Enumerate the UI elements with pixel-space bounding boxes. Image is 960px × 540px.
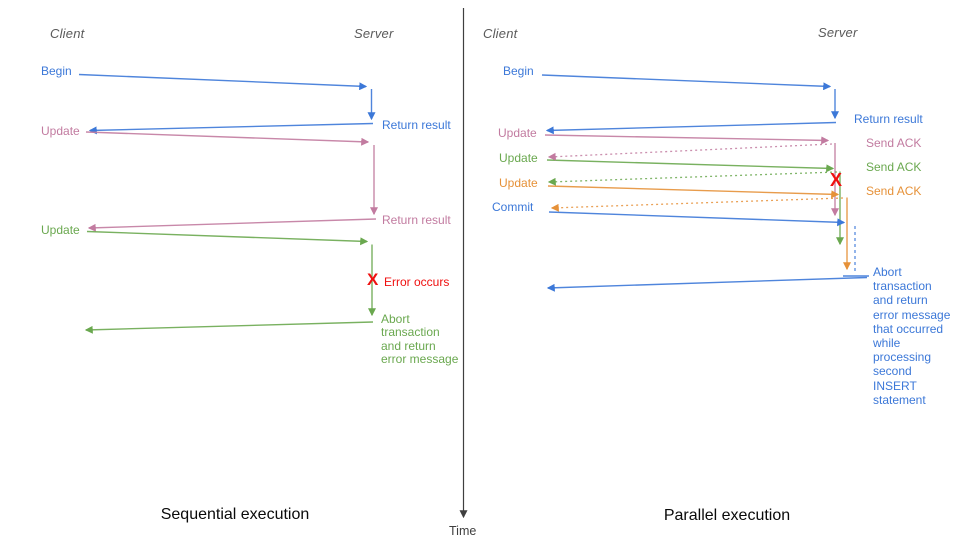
- par-return-result-label: Return result: [854, 112, 923, 126]
- par-update2-label: Update: [499, 151, 538, 165]
- seq-update2-request-line: [86, 230, 369, 246]
- par-update1-request-line: [544, 134, 830, 145]
- par-diagram-title: Parallel execution: [663, 507, 791, 524]
- par-commit-label: Commit: [492, 200, 534, 214]
- par-send-ack-label-3: Send ACK: [866, 184, 922, 198]
- par-ack3-dotted-line: [550, 197, 844, 212]
- par-client-header: Client: [483, 26, 518, 41]
- seq-update2-label: Update: [41, 223, 80, 237]
- par-send-ack-label-2: Send ACK: [866, 160, 922, 174]
- seq-server-header: Server: [354, 26, 394, 41]
- par-error-x-icon: X: [830, 170, 843, 190]
- seq-update1-request-line: [85, 131, 370, 146]
- par-abort-return-line: [546, 276, 868, 292]
- seq-update1-label: Update: [41, 124, 80, 138]
- par-commit-request-line: [548, 211, 846, 227]
- par-server-header: Server: [818, 25, 858, 40]
- seq-begin-label: Begin: [41, 64, 72, 78]
- seq-return-result-label-1: Return result: [382, 118, 451, 132]
- seq-error-x-icon: X: [367, 270, 379, 289]
- seq-client-header: Client: [50, 26, 85, 41]
- par-ack2-dotted-line: [547, 171, 838, 186]
- seq-return-result-label-2: Return result: [382, 213, 451, 227]
- par-abort-message-text: Abort transaction and return error messa…: [873, 265, 951, 407]
- seq-update1-return-line: [87, 218, 377, 232]
- par-update2-request-line: [546, 159, 835, 173]
- par-update1-label: Update: [498, 126, 537, 140]
- par-begin-return-line: [545, 121, 837, 135]
- par-begin-label: Begin: [503, 64, 534, 78]
- seq-abort-return-line: [84, 321, 374, 334]
- seq-error-occurs-label: Error occurs: [384, 275, 450, 289]
- par-begin-request-line: [541, 74, 832, 91]
- seq-begin-request-line: [78, 73, 368, 91]
- seq-diagram-title: Sequential execution: [160, 506, 310, 523]
- time-axis-label: Time: [449, 524, 477, 538]
- seq-abort-message-text: Abort transaction and return error messa…: [381, 312, 459, 367]
- par-ack1-dotted-line: [547, 143, 833, 161]
- par-update3-request-line: [547, 185, 840, 199]
- seq-begin-return-line: [88, 122, 374, 135]
- par-update3-label: Update: [499, 176, 538, 190]
- par-send-ack-label-1: Send ACK: [866, 136, 922, 150]
